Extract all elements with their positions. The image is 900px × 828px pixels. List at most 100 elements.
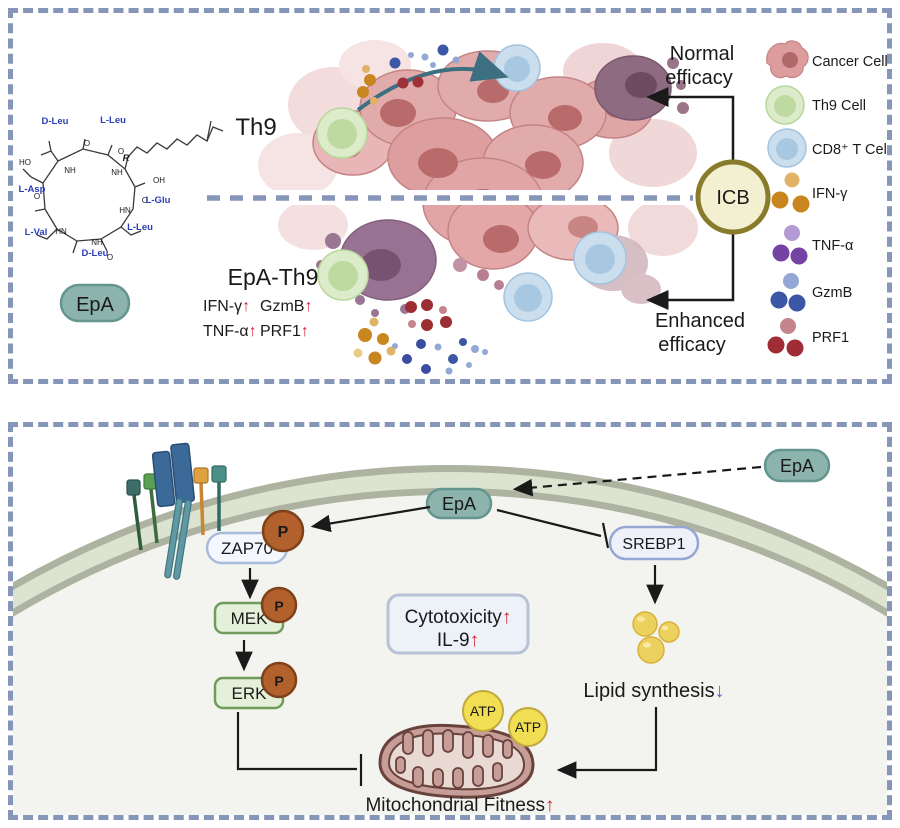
- icb-node: ICB: [695, 159, 771, 235]
- cell-membrane: [13, 465, 887, 815]
- svg-text:SREBP1: SREBP1: [622, 536, 685, 553]
- svg-text:L-Leu: L-Leu: [127, 222, 153, 233]
- gzmb-dot-icon: [783, 273, 799, 289]
- svg-text:L-Leu: L-Leu: [100, 115, 126, 126]
- epa-badge-outside: EpA: [763, 448, 831, 483]
- svg-text:Cytotoxicity↑: Cytotoxicity↑: [405, 607, 512, 628]
- cytokine-dots-bottom: [353, 299, 488, 375]
- enhanced-efficacy-label: Enhanced efficacy: [655, 310, 745, 356]
- svg-text:TNF-α: TNF-α: [812, 238, 853, 254]
- svg-text:ERK: ERK: [232, 684, 268, 703]
- legend-item-cd8-cell: CD8⁺ T Cell: [767, 128, 887, 168]
- svg-text:Enhanced: Enhanced: [655, 310, 745, 332]
- tnf-dot-icon: [784, 225, 800, 241]
- epa-th9-cytokine-list: IFN-γ↑ GzmB↑ TNF-α↑ PRF1↑: [203, 298, 312, 340]
- th9-cell-bottom: [317, 249, 369, 301]
- svg-text:Normal: Normal: [670, 43, 734, 65]
- mitochondrial-fitness-label: Mitochondrial Fitness↑: [365, 795, 554, 815]
- phospho-circle: [260, 661, 298, 699]
- svg-text:GzmB↑: GzmB↑: [260, 298, 312, 315]
- svg-text:L-Val: L-Val: [25, 227, 48, 238]
- top-panel-figure: O O NH NH HN NH HN HO O OH O O D-Leu L-L…: [19, 40, 887, 375]
- th9-label: Th9: [235, 114, 276, 141]
- svg-text:HN: HN: [119, 206, 131, 215]
- top-panel: O O NH NH HN NH HN HO O OH O O D-Leu L-L…: [8, 8, 892, 384]
- svg-text:NH: NH: [111, 168, 123, 177]
- lipid-to-mito-arrow: [556, 707, 658, 779]
- mek-node: MEK P: [213, 586, 298, 635]
- signaling-figure: EpA EpA ZAP70 P MEK P ERK P Cytotoxici: [13, 442, 887, 815]
- svg-text:ZAP70: ZAP70: [221, 539, 273, 558]
- phospho-circle: [261, 509, 305, 553]
- svg-text:OH: OH: [153, 176, 165, 185]
- stereocenter-label: R: [123, 153, 130, 164]
- cd8-cell-bottom-1: [503, 272, 553, 322]
- epa-th9-label: EpA-Th9: [228, 264, 319, 290]
- lipid-droplets: [632, 611, 680, 664]
- legend-item-cancer-cell: Cancer Cell: [766, 40, 887, 79]
- srebp1-node: SREBP1: [608, 525, 700, 561]
- svg-text:O: O: [34, 192, 40, 201]
- svg-text:D-Leu: D-Leu: [42, 116, 69, 127]
- epa-badge: EpA: [59, 283, 131, 323]
- svg-text:IL-9↑: IL-9↑: [437, 630, 479, 651]
- svg-text:IFN-γ: IFN-γ: [812, 186, 848, 202]
- cytotoxicity-box: Cytotoxicity↑ IL-9↑: [386, 593, 530, 655]
- legend-item-prf1: PRF1: [767, 318, 849, 357]
- svg-text:ATP: ATP: [515, 719, 541, 735]
- epa-molecule-structure: [22, 120, 224, 254]
- epa-badge-inside: EpA: [425, 487, 493, 520]
- normal-efficacy-arrow: [646, 87, 735, 160]
- svg-text:PRF1: PRF1: [812, 330, 849, 346]
- svg-text:efficacy: efficacy: [658, 334, 725, 356]
- svg-text:P: P: [274, 598, 283, 614]
- divider-dashed-line: [207, 190, 693, 205]
- ifn-dot-icon: [784, 172, 800, 188]
- svg-text:ATP: ATP: [470, 703, 496, 719]
- tcr-receptor-complex: [126, 442, 227, 580]
- cd8-cell-bottom-2: [573, 231, 627, 285]
- bottom-panel: EpA EpA ZAP70 P MEK P ERK P Cytotoxici: [8, 422, 892, 820]
- phospho-circle: [260, 586, 298, 624]
- svg-text:P: P: [274, 673, 283, 689]
- erk-to-mito-inhibition: [236, 712, 363, 786]
- svg-text:EpA: EpA: [442, 494, 476, 514]
- epa-to-srebp1-inhibition: [496, 508, 610, 549]
- svg-text:O: O: [118, 147, 124, 156]
- svg-text:O: O: [107, 253, 113, 262]
- erk-node: ERK P: [213, 661, 298, 710]
- svg-text:O: O: [84, 139, 90, 148]
- th9-cell-top: [316, 107, 368, 159]
- svg-text:EpA: EpA: [76, 294, 114, 316]
- svg-text:Cancer Cell: Cancer Cell: [812, 54, 887, 70]
- svg-text:L-Asp: L-Asp: [19, 184, 46, 195]
- legend-item-ifn: IFN-γ: [771, 172, 848, 213]
- svg-text:HN: HN: [55, 227, 67, 236]
- atp-molecules: ATP ATP: [462, 690, 548, 747]
- epa-entry-dashed-arrow: [512, 465, 762, 497]
- epa-to-zap70-arrow: [310, 505, 431, 533]
- svg-text:EpA: EpA: [780, 456, 814, 476]
- prf1-dot-icon: [780, 318, 796, 334]
- svg-text:NH: NH: [64, 166, 76, 175]
- legend-item-gzmb: GzmB: [770, 273, 852, 312]
- svg-text:CD8⁺ T Cell: CD8⁺ T Cell: [812, 142, 887, 158]
- svg-text:TNF-α↑: TNF-α↑: [203, 323, 257, 340]
- svg-text:ICB: ICB: [716, 187, 749, 209]
- cell-interior: [13, 495, 887, 815]
- legend: Cancer Cell Th9 Cell CD8⁺ T Cell IFN-γ T…: [765, 40, 887, 357]
- mitochondrion: [378, 723, 535, 799]
- svg-text:D-Leu: D-Leu: [82, 248, 109, 259]
- svg-text:Th9 Cell: Th9 Cell: [812, 98, 866, 114]
- svg-text:O: O: [142, 196, 148, 205]
- svg-text:P: P: [278, 524, 289, 541]
- cd8-cell-top: [493, 44, 541, 92]
- svg-text:L-Glu: L-Glu: [146, 195, 171, 206]
- svg-text:IFN-γ↑: IFN-γ↑: [203, 298, 250, 315]
- zap70-node: ZAP70 P: [205, 509, 305, 565]
- svg-text:HO: HO: [19, 158, 31, 167]
- legend-item-tnf: TNF-α: [772, 225, 853, 265]
- epa-molecule-residue-labels: D-Leu L-Leu L-Asp L-Glu L-Val L-Leu D-Le…: [19, 115, 171, 259]
- normal-efficacy-label: Normal efficacy: [665, 43, 734, 89]
- svg-text:GzmB: GzmB: [812, 285, 852, 301]
